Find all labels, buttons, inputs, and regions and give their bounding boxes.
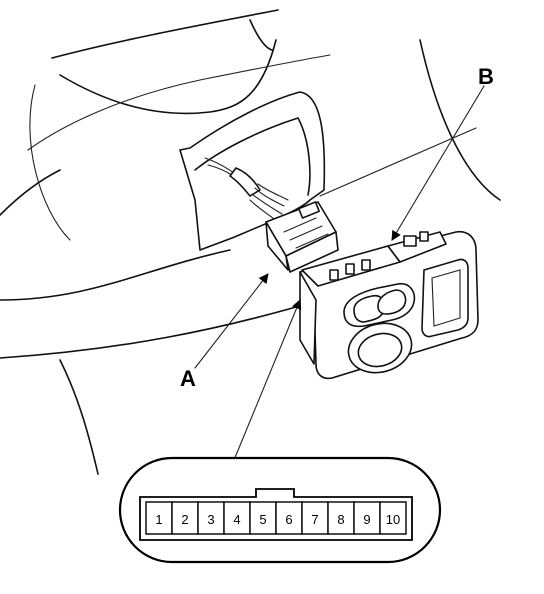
switch-assembly [299, 230, 479, 380]
pin-cell: 3 [197, 501, 225, 535]
pin-number: 4 [233, 512, 240, 527]
pin-cell: 9 [353, 501, 381, 535]
pin-cell: 5 [249, 501, 277, 535]
pin-number: 1 [155, 512, 162, 527]
harness-connector [265, 201, 339, 273]
pin-number: 9 [363, 512, 370, 527]
pin-cell: 7 [301, 501, 329, 535]
dashboard-panel [0, 9, 501, 475]
pin-number: 7 [311, 512, 318, 527]
pin-row: 1 2 3 4 5 6 7 8 9 10 [145, 501, 407, 535]
pin-number: 6 [285, 512, 292, 527]
pin-cell: 6 [275, 501, 303, 535]
pin-cell-box [379, 501, 407, 535]
pin-number: 10 [386, 512, 400, 527]
pin-number: 8 [337, 512, 344, 527]
connector-face-view: 1 2 3 4 5 6 7 8 9 10 [118, 456, 442, 564]
pin-number: 2 [181, 512, 188, 527]
pin-cell: 1 [145, 501, 173, 535]
pin-number: 5 [259, 512, 266, 527]
pin-cell-box [301, 501, 329, 535]
pin-cell: 10 [379, 501, 407, 535]
callout-a: A [180, 366, 196, 391]
pin-cell: 8 [327, 501, 355, 535]
pin-cell-box [249, 501, 277, 535]
pin-cell-box [353, 501, 381, 535]
pin-cell-box [197, 501, 225, 535]
pin-cell-box [223, 501, 251, 535]
pin-number: 3 [207, 512, 214, 527]
leader-lines [194, 85, 485, 461]
callout-b: B [478, 64, 494, 89]
pin-cell-box [171, 501, 199, 535]
pin-cell: 4 [223, 501, 251, 535]
pin-cell-box [275, 501, 303, 535]
wire-harness [204, 157, 289, 223]
pin-cell: 2 [171, 501, 199, 535]
